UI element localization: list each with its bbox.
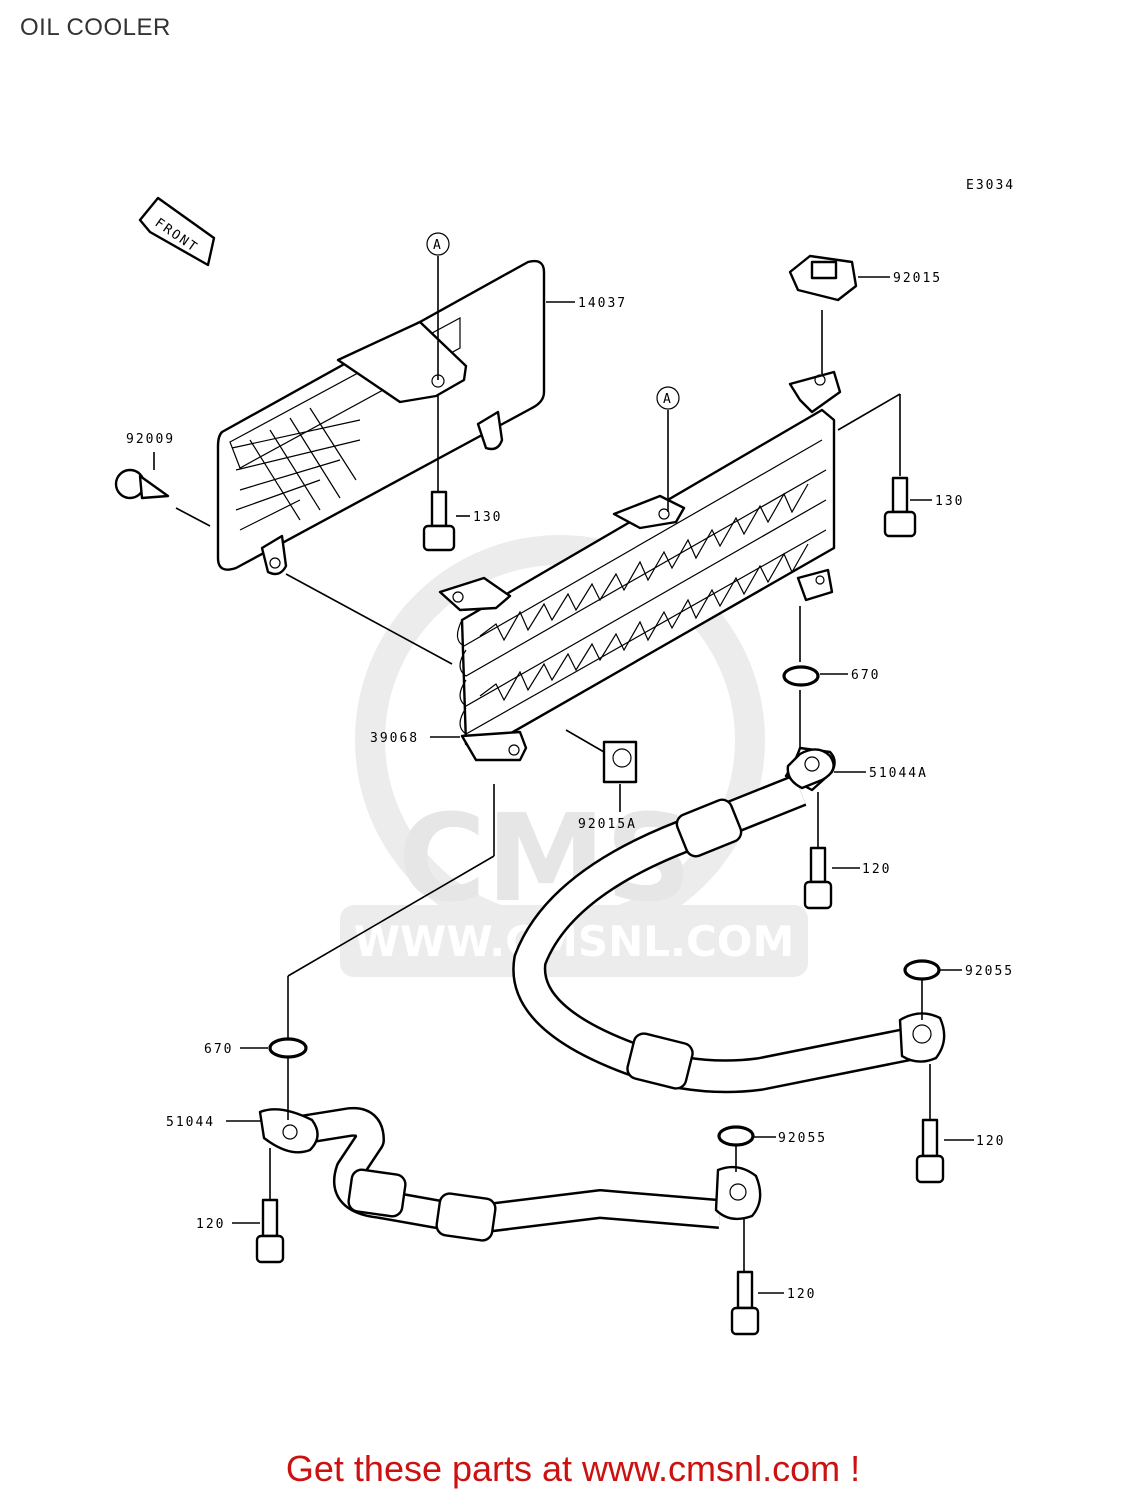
callout-92015: 92015	[893, 271, 942, 286]
page-title: OIL COOLER	[20, 14, 171, 41]
callout-39068: 39068	[370, 731, 419, 746]
callout-120-bottom: 120	[787, 1287, 816, 1302]
bolt-120-mid	[803, 846, 833, 910]
oil-cooler-core	[438, 370, 842, 762]
callout-51044: 51044	[166, 1115, 215, 1130]
bolt-130-left	[422, 490, 456, 552]
svg-text:A: A	[433, 238, 443, 253]
o-ring-670-lower	[268, 1037, 308, 1059]
callout-14037: 14037	[578, 296, 627, 311]
reference-marker-a-core: A	[656, 386, 680, 512]
oil-pipe-51044A	[512, 746, 946, 1094]
callout-51044A: 51044A	[869, 766, 928, 781]
reference-marker-a-screen: A	[426, 232, 450, 380]
footer-promo-text: Get these parts at www.cmsnl.com !	[285, 1448, 861, 1489]
callout-670-upper: 670	[851, 668, 880, 683]
callout-670-lower: 670	[204, 1042, 233, 1057]
oil-cooler-screen	[216, 259, 546, 576]
callout-92055-right: 92055	[965, 964, 1014, 979]
callout-120-right: 120	[976, 1134, 1005, 1149]
callout-120-mid: 120	[862, 862, 891, 877]
front-arrow-icon: FRONT	[138, 196, 216, 267]
svg-text:A: A	[663, 392, 673, 407]
callout-92055-mid: 92055	[778, 1131, 827, 1146]
callout-92009: 92009	[126, 432, 175, 447]
clip-nut-92015A	[602, 740, 638, 784]
oil-pipe-51044	[258, 1106, 762, 1242]
watermark-url: WWW.CMSNL.COM	[354, 917, 795, 966]
clip-nut-92015	[788, 254, 858, 302]
screw-92009	[114, 468, 170, 500]
callout-120-left: 120	[196, 1217, 225, 1232]
callout-labels: 14037 92015 92009 130 130 670 39068 5104…	[126, 271, 1014, 1302]
bolt-120-bottom	[730, 1270, 760, 1336]
callout-130-left: 130	[473, 510, 502, 525]
o-ring-92055-mid	[717, 1125, 755, 1147]
o-ring-670-upper	[782, 665, 820, 687]
bolt-120-left	[255, 1198, 285, 1264]
leader-lines	[153, 276, 974, 1294]
callout-92015A: 92015A	[578, 817, 637, 832]
callout-130-right: 130	[935, 494, 964, 509]
bolt-120-right	[915, 1118, 945, 1184]
bolt-130-right	[883, 476, 917, 538]
diagram-code: E3034	[966, 178, 1015, 193]
o-ring-92055-right	[903, 959, 941, 981]
